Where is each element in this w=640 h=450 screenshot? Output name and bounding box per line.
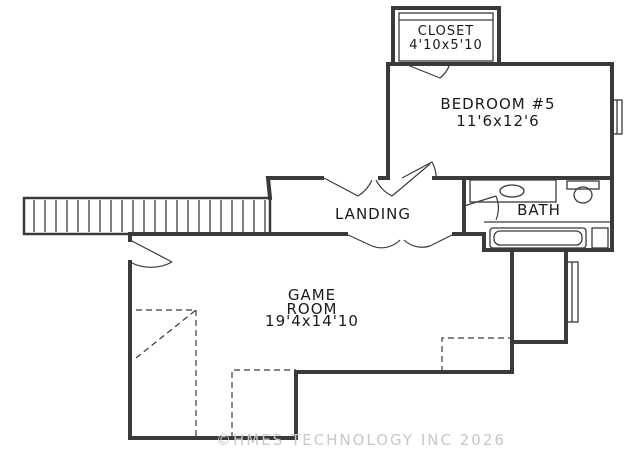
bath-label: BATH bbox=[517, 201, 561, 219]
landing-label: LANDING bbox=[335, 205, 411, 223]
game-room-alcoves bbox=[135, 248, 568, 438]
game-room-label-line1: GAME bbox=[288, 286, 336, 304]
bedroom-door bbox=[401, 161, 437, 179]
vanity bbox=[469, 179, 557, 203]
landing-door-bottom bbox=[345, 233, 455, 249]
game-room-walls bbox=[128, 232, 514, 440]
bedroom-label: BEDROOM #5 bbox=[440, 95, 555, 113]
bedroom-window bbox=[611, 99, 623, 135]
game-room-door bbox=[129, 239, 173, 268]
closet-dims: 4'10x5'10 bbox=[409, 38, 482, 53]
game-room-label-line2: ROOM bbox=[287, 300, 338, 318]
landing-door-top bbox=[323, 163, 431, 197]
closet-door bbox=[404, 63, 451, 79]
game-room-dims: 19'4x14'10 bbox=[265, 312, 359, 330]
bath-door bbox=[463, 195, 499, 221]
toilet-icon bbox=[566, 180, 600, 204]
closet-label: CLOSET bbox=[418, 24, 475, 39]
bath-closet bbox=[591, 227, 609, 249]
bedroom-dims: 11'6x12'6 bbox=[456, 112, 539, 130]
sink-icon bbox=[499, 184, 525, 198]
staircase bbox=[22, 196, 272, 236]
bathtub-icon bbox=[489, 227, 587, 249]
copyright-watermark: ©HMES TECHNOLOGY INC 2026 bbox=[216, 431, 506, 449]
